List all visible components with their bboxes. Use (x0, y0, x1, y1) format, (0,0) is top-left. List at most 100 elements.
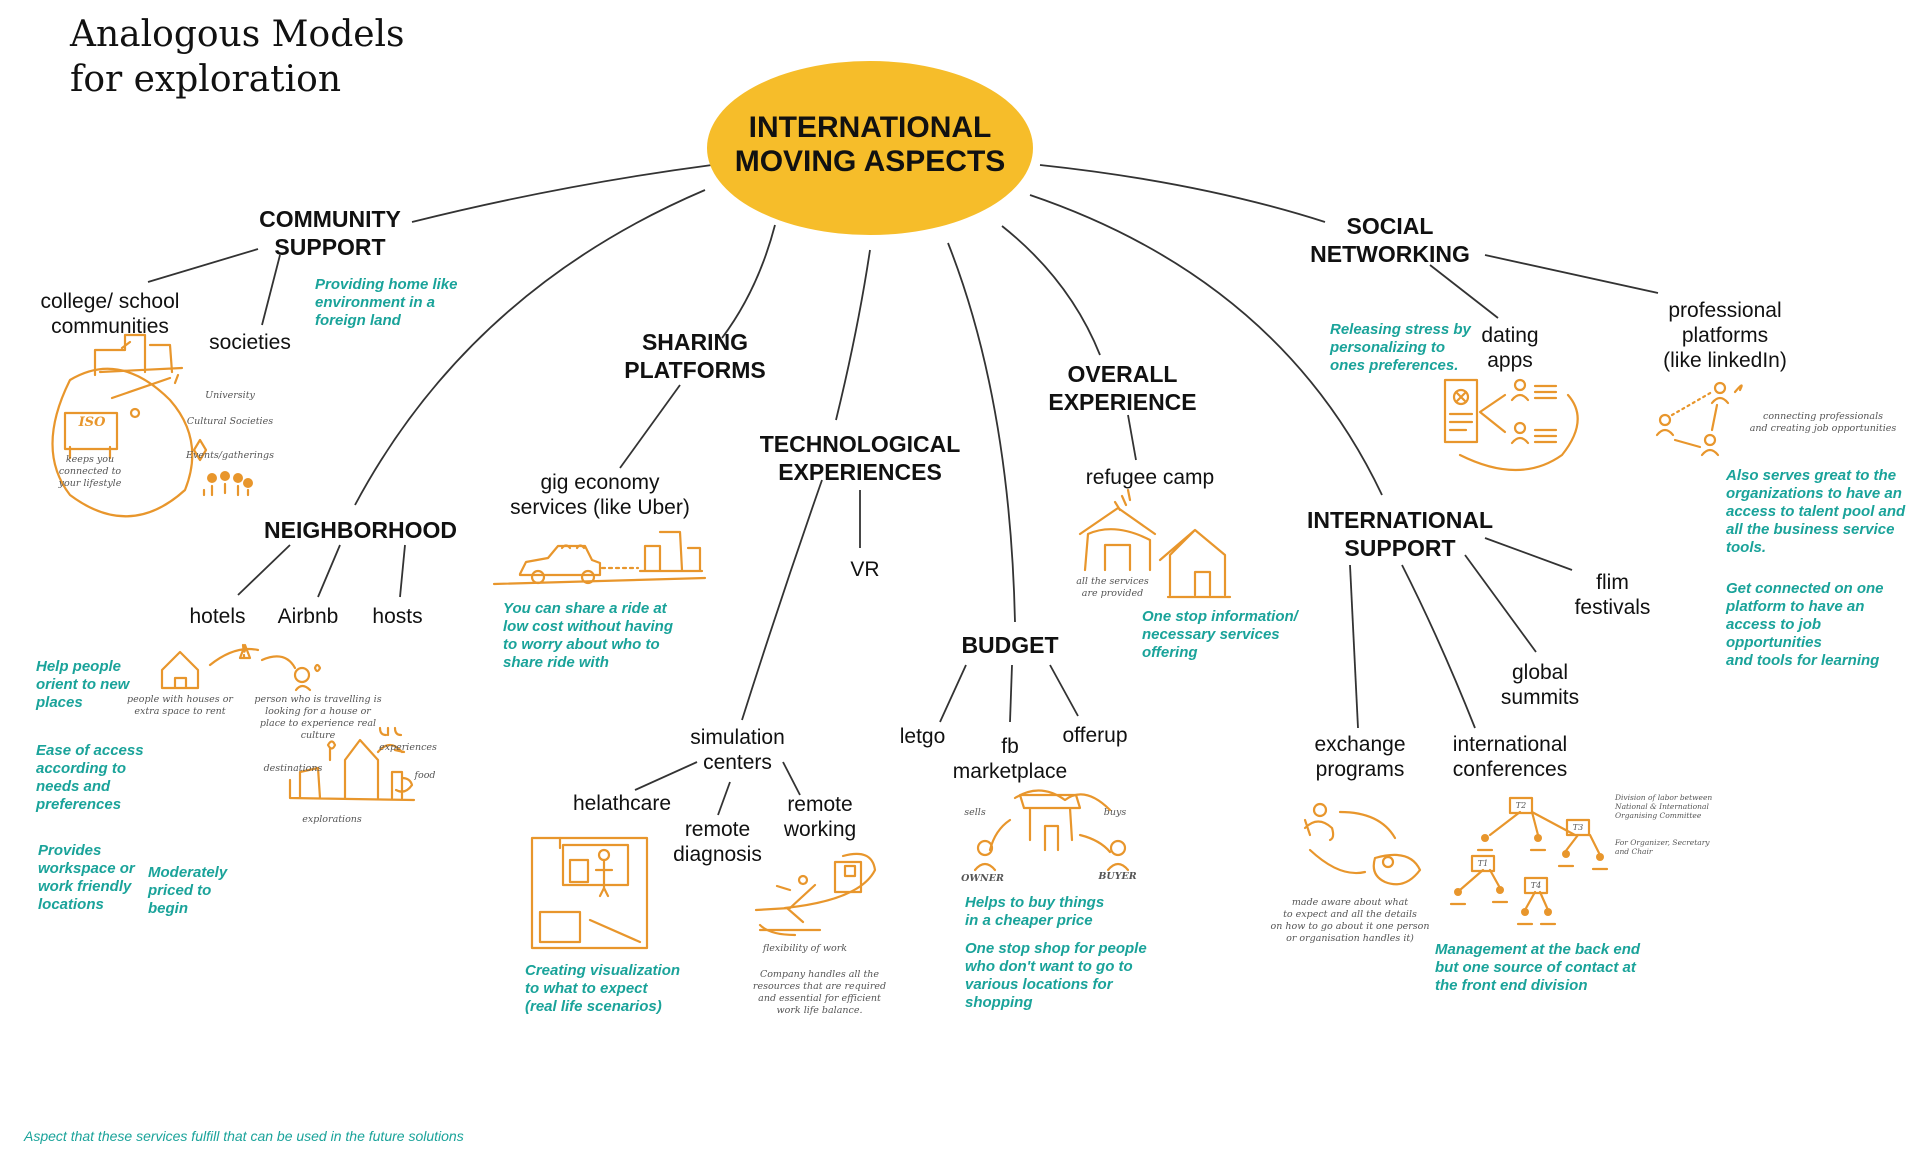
line-conferences (1401, 564, 1476, 729)
sells-label: sells (964, 807, 986, 818)
sub-line: platforms (1681, 324, 1769, 347)
sub-line: working (783, 818, 857, 841)
soc-uni-label: University (205, 390, 255, 401)
hand-line: your lifestyle (58, 478, 122, 489)
sub-line: remote (787, 793, 853, 816)
hand-line: or organisation handles it) (1286, 933, 1414, 944)
sub-international-conferences: international conferences (1435, 732, 1585, 782)
hand-line: are provided (1081, 588, 1144, 599)
houses-label: people with houses or extra space to ren… (125, 694, 235, 718)
hand-line: and creating job opportunities (1749, 423, 1897, 434)
note-line: and tools for learning (1726, 652, 1880, 669)
sub-line: centers (703, 751, 772, 774)
category-line: COMMUNITY (259, 206, 401, 232)
sub-exchange-programs: exchange programs (1300, 732, 1420, 782)
hand-line: extra space to rent (134, 706, 226, 717)
camp-label: all the services are provided (1065, 576, 1160, 600)
note-line: environment in a (315, 294, 436, 311)
footer-legend-note: Aspect that these services fulfill that … (24, 1128, 464, 1144)
note-line: work friendly (38, 878, 132, 895)
category-line: SUPPORT (274, 234, 386, 260)
note-line: begin (148, 900, 188, 917)
note-orient: Help people orient to new places (36, 658, 176, 712)
note-line: personalizing to (1330, 339, 1446, 356)
category-line: NEIGHBORHOOD (264, 517, 457, 543)
t4-label: T4 (1530, 881, 1542, 890)
category-social-networking: SOCIAL NETWORKING (1300, 212, 1480, 268)
note-line: Get connected on one (1726, 580, 1884, 597)
dating-app-sketch (1443, 378, 1579, 471)
hub-connectors (354, 164, 1383, 623)
hand-line: connecting professionals (1763, 411, 1883, 422)
hub-ellipse (707, 61, 1033, 235)
line-gig (619, 384, 681, 469)
note-line: according to (36, 760, 127, 777)
note-line: (real life scenarios) (525, 998, 662, 1015)
note-line: One stop information/ (1142, 608, 1298, 625)
note-moderately-priced: Moderately priced to begin (148, 864, 243, 918)
note-line: to worry about who to (503, 636, 660, 653)
sub-line: communities (51, 315, 169, 338)
hand-line: connected to (58, 466, 122, 477)
category-international-support: INTERNATIONAL SUPPORT (1290, 506, 1510, 562)
hand-line: on how to go about it one person (1270, 921, 1430, 932)
category-technological-experiences: TECHNOLOGICAL EXPERIENCES (745, 430, 975, 486)
category-line: EXPERIENCE (1048, 389, 1197, 415)
buyer-label: BUYER (1098, 871, 1137, 882)
note-line: Help people (36, 658, 122, 675)
category-community-support: COMMUNITY SUPPORT (215, 205, 445, 261)
note-overall: One stop information/ necessary services… (1142, 608, 1312, 662)
sub-line: global (1511, 661, 1569, 684)
hand-line: looking for a house or (265, 706, 371, 717)
category-sharing-platforms: SHARING PLATFORMS (590, 328, 800, 384)
note-line: various locations for (965, 976, 1113, 993)
category-line: PLATFORMS (624, 357, 766, 383)
flexibility-label: flexibility of work (762, 943, 848, 954)
hand-line: place to experience real culture (259, 718, 377, 741)
sub-offerup: offerup (1062, 724, 1128, 747)
sub-line: college/ school (40, 290, 180, 313)
sub-line: flim (1596, 571, 1629, 594)
note-line: Helps to buy things (965, 894, 1105, 911)
organizer-label: For Organizer, Secretary and Chair (1615, 838, 1725, 856)
page-title: Analogous Models for exploration (70, 12, 405, 102)
line-hotels (237, 544, 291, 596)
sub-line: gig economy (540, 471, 660, 494)
line-professional (1484, 254, 1659, 294)
note-line: share ride with (503, 654, 609, 671)
connector-sharing (721, 224, 776, 339)
sub-line: exchange (1314, 733, 1406, 756)
hub-line-1: INTERNATIONAL (748, 111, 992, 144)
sub-film-festivals: flim festivals (1565, 570, 1660, 620)
t1-label: T1 (1477, 859, 1489, 868)
line-letgo (939, 664, 967, 723)
line-healthcare (634, 761, 698, 791)
category-line: TECHNOLOGICAL (759, 431, 961, 457)
note-ease-of-access: Ease of access according to needs and pr… (36, 742, 176, 814)
category-line: SHARING (641, 329, 749, 355)
sub-letgo: letgo (899, 725, 946, 748)
line-remote-work (782, 761, 801, 796)
hub-label: INTERNATIONAL MOVING ASPECTS (707, 111, 1033, 179)
note-sharing: You can share a ride at low cost without… (503, 600, 693, 672)
sub-line: diagnosis (673, 843, 762, 866)
connecting-label: connecting professionals and creating jo… (1748, 411, 1898, 435)
sub-hosts: hosts (372, 605, 423, 628)
note-line: Ease of access (36, 742, 144, 759)
refugee-camp-sketch (1078, 488, 1232, 599)
note-line: priced to (148, 882, 212, 899)
professional-sketch (1655, 381, 1743, 457)
line-offerup (1049, 664, 1079, 717)
category-budget: BUDGET (935, 631, 1085, 659)
sub-line: apps (1487, 349, 1533, 372)
line-hosts (399, 544, 406, 598)
hand-line: people with houses or (127, 694, 233, 705)
hand-line: For Organizer, Secretary (1615, 838, 1710, 847)
note-line: all the business service (1726, 521, 1895, 538)
exchange-sketch (1303, 802, 1422, 886)
sub-dating-apps: dating apps (1465, 323, 1555, 373)
category-line: EXPERIENCES (778, 459, 942, 485)
sub-vr: VR (850, 558, 880, 581)
hand-line: and essential for efficient (758, 993, 881, 1004)
